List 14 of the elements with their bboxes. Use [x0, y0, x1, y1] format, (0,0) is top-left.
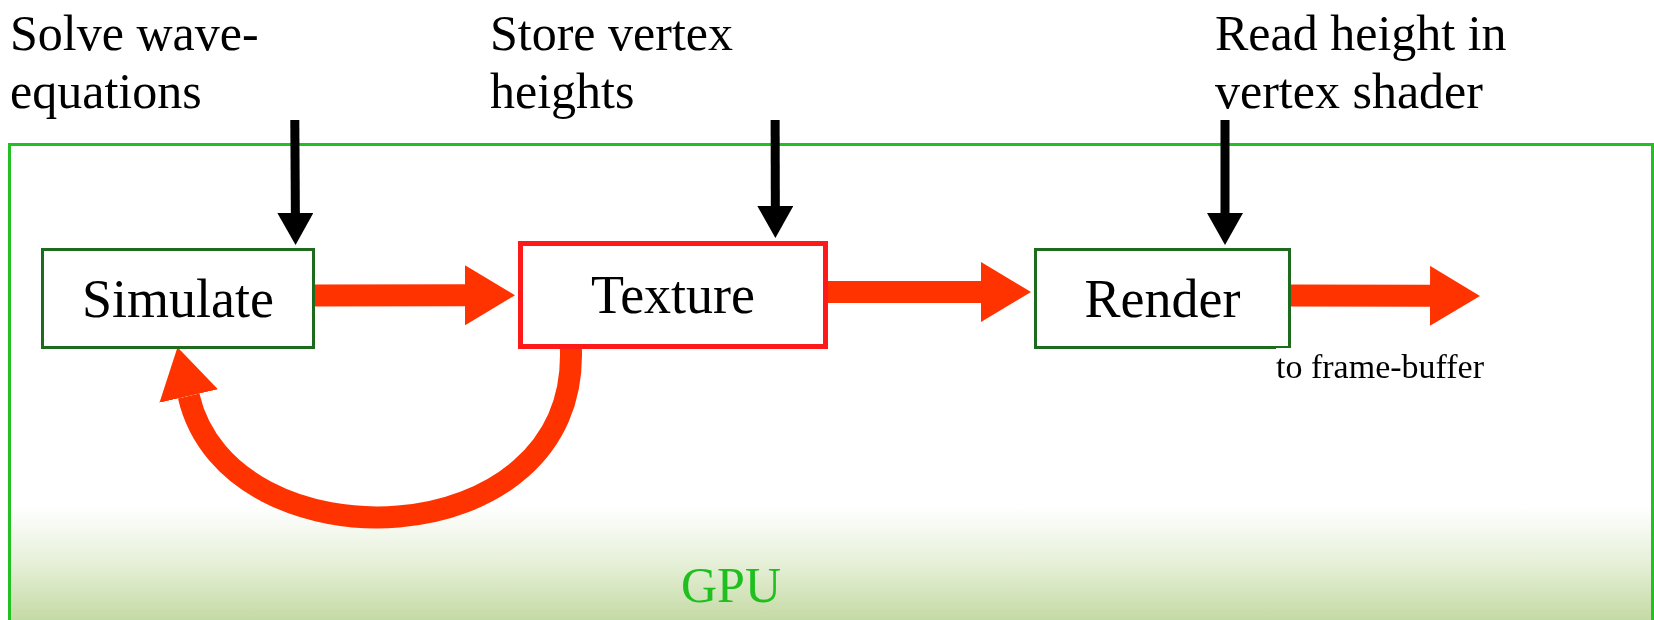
arrow [277, 119, 314, 245]
box-label: Render [1084, 271, 1241, 326]
box-label: Simulate [82, 271, 274, 326]
annotation-text: Store vertex heights [490, 5, 820, 120]
annotation-text: Read height in vertex shader [1215, 5, 1615, 120]
process-box [41, 248, 315, 349]
region-frame [8, 143, 1654, 620]
process-box [1034, 248, 1291, 349]
annotation-text: Solve wave-equations [10, 5, 330, 120]
arrow [757, 120, 794, 238]
box-label: Texture [590, 268, 756, 322]
arrow [1207, 120, 1244, 245]
process-box [518, 241, 828, 349]
region-label: GPU [681, 560, 782, 610]
